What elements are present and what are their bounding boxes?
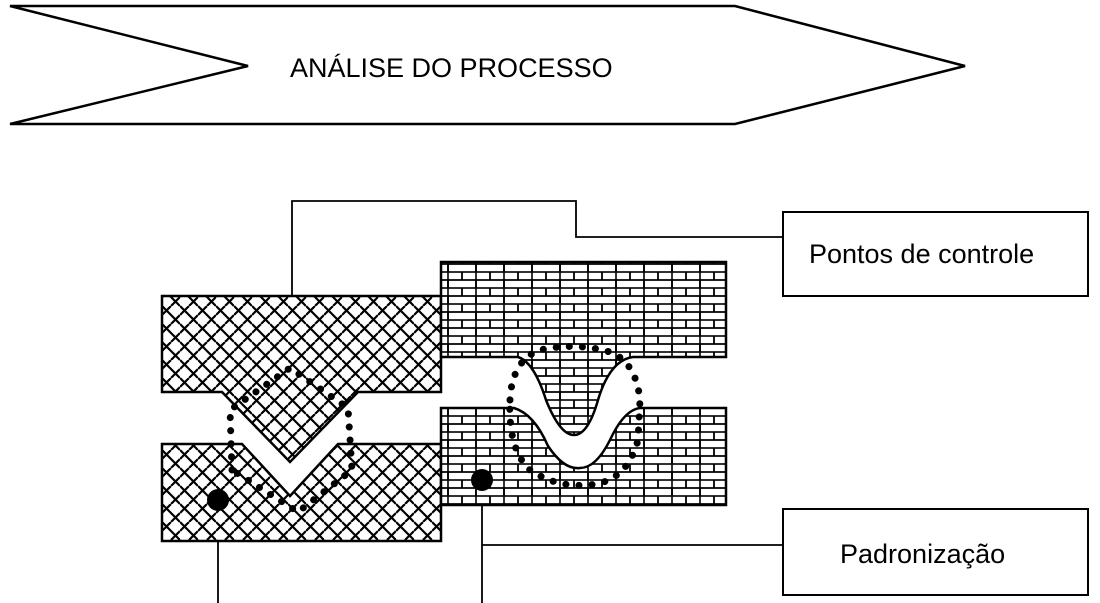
header-banner: ANÁLISE DO PROCESSO — [10, 6, 965, 124]
standardization-box: Padronização — [783, 509, 1088, 595]
header-title: ANÁLISE DO PROCESSO — [290, 53, 613, 83]
left-die — [162, 296, 441, 541]
control-points-box: Pontos de controle — [783, 212, 1088, 296]
left-lower-die — [162, 444, 441, 541]
left-marker-dot — [207, 489, 229, 511]
standardization-label: Padronização — [840, 539, 1005, 569]
right-marker-dot — [471, 469, 493, 491]
control-points-label: Pontos de controle — [809, 239, 1034, 269]
right-die — [441, 262, 726, 505]
left-upper-punch — [162, 296, 441, 462]
